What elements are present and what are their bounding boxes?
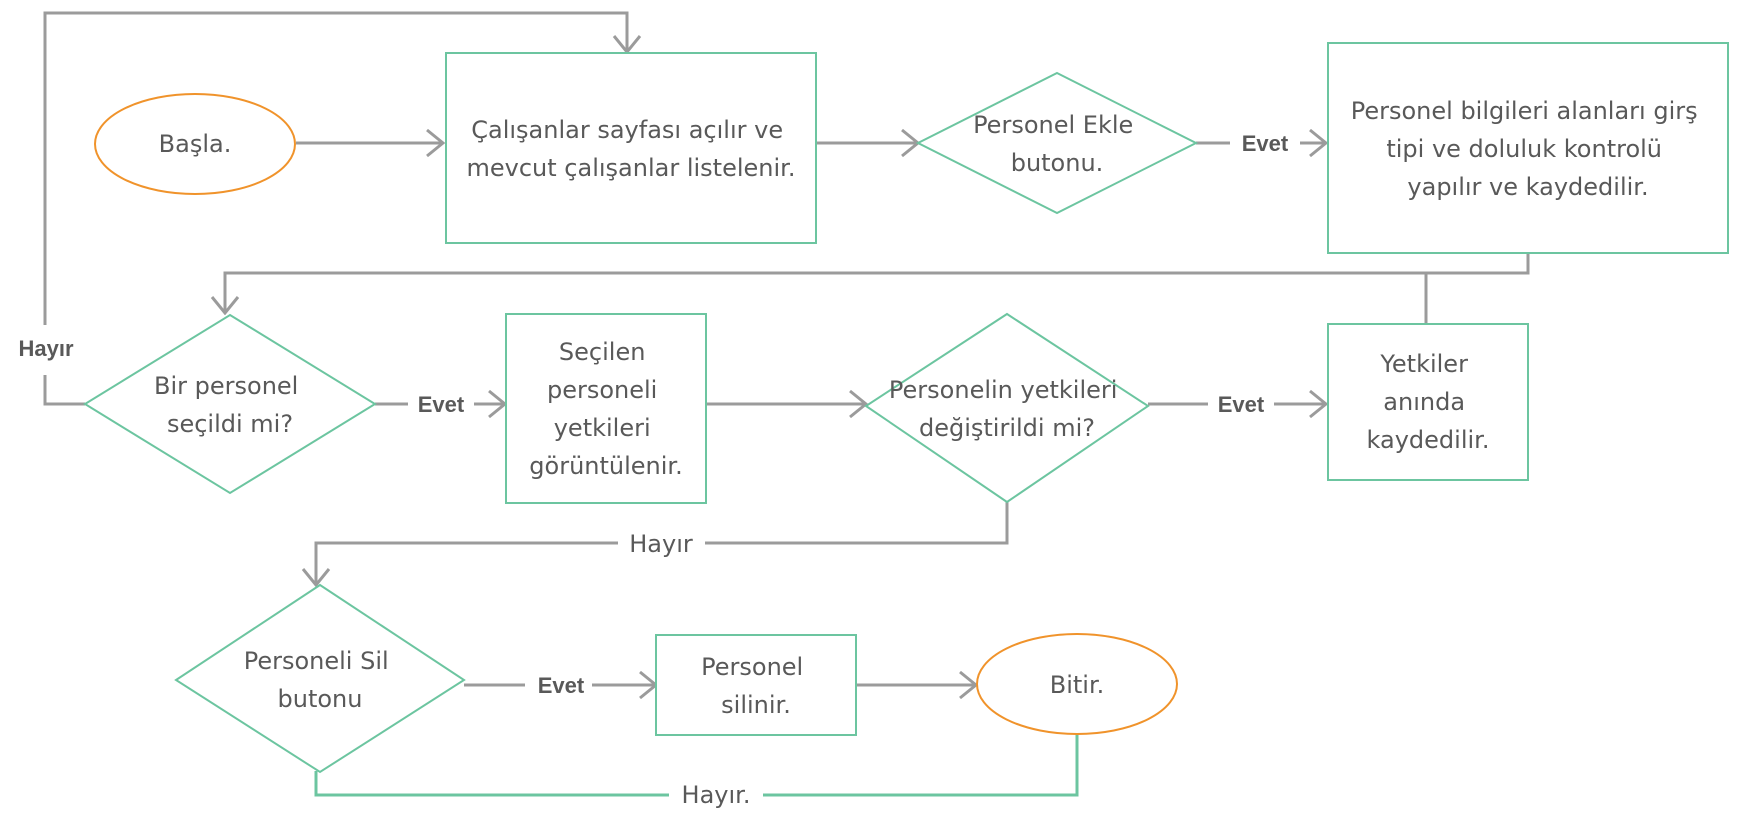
add-button-decision (915, 71, 1199, 215)
employees-page-box (445, 52, 817, 244)
edge-selected-no-upper (43, 11, 627, 325)
edge-label-delete-no: Hayır. (682, 781, 751, 809)
show-perms-box (505, 313, 707, 504)
add-button-label: Personel Ekle butonu. (973, 111, 1141, 177)
fields-check-box (1327, 42, 1729, 254)
start-label: Başla. (159, 130, 232, 158)
edge-delete-no-right (763, 734, 1079, 797)
green-connector (314, 734, 1079, 797)
fields-check-label: Personel bilgileri alanları girş tipi ve… (1351, 97, 1706, 201)
start-terminal (94, 93, 296, 195)
end-terminal (976, 633, 1178, 735)
edge-label-selected-yes: Evet (418, 392, 465, 417)
edge-delete-no-left (314, 771, 669, 797)
show-perms-label: Seçilen personeli yetkileri görüntülenir… (529, 338, 682, 480)
perms-changed-label: Personelin yetkileri değiştirildi mi? (889, 376, 1125, 442)
perms-saved-label: Yetkiler anında kaydedilir. (1367, 350, 1490, 454)
edge-changed-no-left (316, 541, 618, 585)
edge-label-perms-no: Hayır (629, 530, 693, 558)
edge-selected-no-lower (43, 375, 85, 406)
delete-button-decision (174, 583, 466, 774)
end-label: Bitir. (1050, 671, 1105, 699)
connectors (43, 11, 1530, 685)
employees-page-label: Çalışanlar sayfası açılır ve mevcut çalı… (467, 116, 796, 182)
selected-label: Bir personel seçildi mi? (154, 372, 306, 438)
edge-label-selected-no: Hayır (18, 336, 73, 361)
perms-saved-box (1327, 323, 1529, 481)
edge-label-delete-yes: Evet (538, 673, 585, 698)
deleted-box (655, 634, 857, 736)
edge-fields-to-selected (225, 254, 1530, 313)
edge-label-add-yes: Evet (1242, 131, 1289, 156)
perms-changed-decision (864, 312, 1150, 504)
deleted-label: Personel silinir. (701, 653, 811, 719)
selected-decision (83, 313, 377, 495)
edge-label-perms-yes: Evet (1218, 392, 1265, 417)
delete-button-label: Personeli Sil butonu (244, 647, 397, 713)
edge-changed-no-right (705, 502, 1009, 545)
